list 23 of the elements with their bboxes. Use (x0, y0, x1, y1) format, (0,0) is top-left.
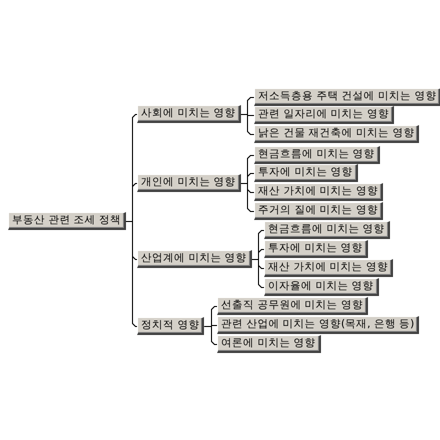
topic-box: 현금흐름에 미치는 영향 (254, 146, 380, 164)
topic-box: 투자에 미치는 영향 (254, 164, 358, 182)
topic-box: 재산 가치에 미치는 영향 (254, 183, 384, 201)
connector-line (240, 183, 254, 212)
topic-box: 관련 산업에 미치는 영향(목재, 은행 등) (217, 316, 420, 334)
connector-line (251, 259, 264, 288)
connector-line (204, 326, 218, 345)
topic-box: 저소득층용 주택 건설에 미치는 영향 (254, 88, 440, 106)
topic-box: 낡은 건물 재건축에 미치는 영향 (254, 125, 420, 143)
topic-box: 부동산 관련 조세 정책 (8, 212, 126, 230)
topic-box: 관련 일자리에 미치는 영향 (254, 106, 394, 124)
topic-box: 주거의 질에 미치는 영향 (254, 202, 384, 220)
topic-box: 현금흐름에 미치는 영향 (264, 221, 390, 239)
topic-box: 투자에 미치는 영향 (264, 240, 368, 258)
topic-box: 산업계에 미치는 영향 (137, 250, 252, 268)
topic-box: 재산 가치에 미치는 영향 (264, 259, 394, 277)
topic-box: 선출직 공무원에 미치는 영향 (217, 297, 368, 315)
topic-box: 사회에 미치는 영향 (137, 105, 241, 123)
connector-line (126, 221, 138, 327)
topic-box: 여론에 미치는 영향 (217, 335, 321, 353)
topic-box: 이자율에 미치는 영향 (264, 278, 379, 296)
topic-box: 개인에 미치는 영향 (137, 174, 241, 192)
topic-box: 정치적 영향 (137, 317, 204, 335)
